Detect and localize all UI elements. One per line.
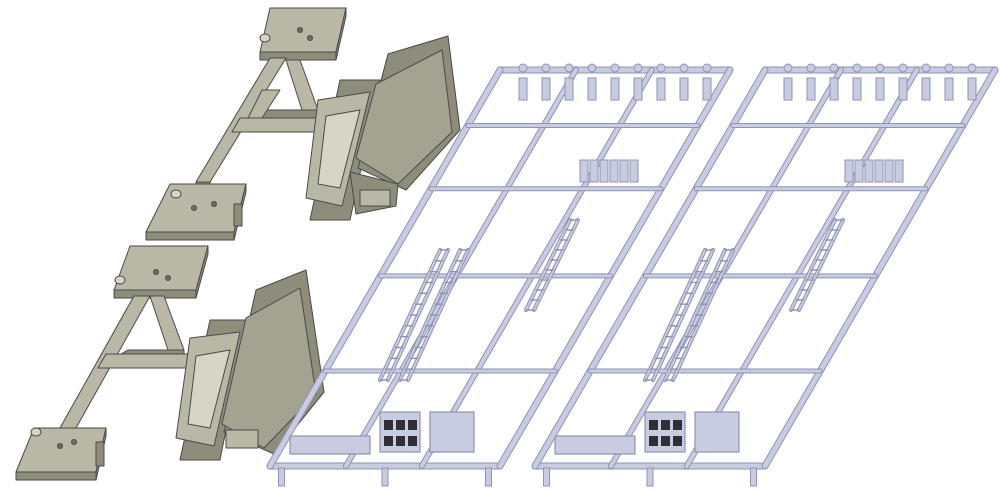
sprue-part-small xyxy=(967,77,977,101)
sprue-foot xyxy=(381,467,389,487)
sprue-runner-1-fill xyxy=(684,68,919,468)
sprue-ladder-c-rail-b-fill xyxy=(533,219,579,311)
sprue-foot xyxy=(543,467,550,487)
sprue-ladder-c-rail-a-fill xyxy=(790,219,836,311)
sprue-part-small xyxy=(806,77,816,101)
sprue-part-small xyxy=(518,77,528,101)
sprue-part-small xyxy=(679,77,689,101)
sprue-part-small xyxy=(656,77,666,101)
sprue-part-small xyxy=(610,77,620,101)
sprue-grille-cell xyxy=(661,436,670,446)
sprue-rail-left-fill xyxy=(267,67,503,469)
sprue-grille-cell xyxy=(649,436,658,446)
sprue-gate xyxy=(610,63,620,73)
sprue-grille-cell xyxy=(384,436,393,446)
sprue-comb-tooth xyxy=(609,159,619,183)
sprue-part-small xyxy=(898,77,908,101)
sprue-grille-cell xyxy=(408,420,417,430)
sprue-part-small xyxy=(541,77,551,101)
sprue-gate xyxy=(783,63,793,73)
olive-part-lower xyxy=(15,245,325,481)
sprue-plate xyxy=(289,435,371,455)
sprue-ladder-c-rail-b-fill xyxy=(798,219,844,311)
sprue-comb-tooth xyxy=(579,159,589,183)
olive-part-upper xyxy=(145,7,461,241)
sprue-part-small xyxy=(921,77,931,101)
sprue-gate xyxy=(587,63,597,73)
sprue-grille-cell xyxy=(384,420,393,430)
sprue-comb-tooth xyxy=(854,159,864,183)
sprue-frame-right xyxy=(531,63,999,487)
sprue-gate xyxy=(829,63,839,73)
sprue-grille-cell xyxy=(396,436,405,446)
sprue-part-small xyxy=(564,77,574,101)
sprue-grille-cell xyxy=(661,420,670,430)
sprue-part-small xyxy=(944,77,954,101)
sprue-comb-tooth xyxy=(589,159,599,183)
sprue-gate xyxy=(921,63,931,73)
sprue-grille-cell xyxy=(673,420,682,430)
sprue-part-small xyxy=(702,77,712,101)
sprue-foot xyxy=(485,467,492,487)
sprue-comb-tooth xyxy=(884,159,894,183)
sprue-gate xyxy=(967,63,977,73)
sprue-plate xyxy=(554,435,636,455)
sprue-box-plain xyxy=(694,411,740,453)
sprue-part-small xyxy=(783,77,793,101)
sprue-grille-cell xyxy=(396,420,405,430)
sprue-foot xyxy=(278,467,285,487)
sprue-part-small xyxy=(633,77,643,101)
sprue-comb-tooth xyxy=(874,159,884,183)
sprue-comb-tooth xyxy=(599,159,609,183)
sprue-part-small xyxy=(875,77,885,101)
sprue-comb-tooth xyxy=(844,159,854,183)
sprue-gate xyxy=(656,63,666,73)
sprue-foot xyxy=(750,467,757,487)
sprue-gate xyxy=(944,63,954,73)
sprue-gate xyxy=(679,63,689,73)
sprue-ladder-c-rail-a-fill xyxy=(525,219,571,311)
sprue-gate xyxy=(518,63,528,73)
sprue-comb-tooth xyxy=(629,159,639,183)
sprue-frame-left xyxy=(266,63,734,487)
sprue-comb-tooth xyxy=(894,159,904,183)
mount-block-top xyxy=(113,245,209,291)
sprue-foot xyxy=(646,467,654,487)
sprue-grille-cell xyxy=(408,436,417,446)
sprue-rail-left-fill xyxy=(532,67,768,469)
sprue-gate xyxy=(541,63,551,73)
sprue-gate xyxy=(564,63,574,73)
sprue-part-small xyxy=(587,77,597,101)
sprue-part-small xyxy=(829,77,839,101)
sprue-runner-1-fill xyxy=(419,68,654,468)
sprue-part-small xyxy=(852,77,862,101)
sprue-gate xyxy=(633,63,643,73)
sprue-comb-tooth xyxy=(619,159,629,183)
sprue-grille-cell xyxy=(649,420,658,430)
sprue-grille-cell xyxy=(673,436,682,446)
sprue-gate xyxy=(806,63,816,73)
sprue-comb-tooth xyxy=(864,159,874,183)
sprue-gate xyxy=(875,63,885,73)
sprue-box-plain xyxy=(429,411,475,453)
sprue-rail-right-fill xyxy=(762,67,998,469)
sprue-gate xyxy=(852,63,862,73)
sprue-gate xyxy=(898,63,908,73)
sprue-gate xyxy=(702,63,712,73)
sprue-rail-right-fill xyxy=(497,67,733,469)
